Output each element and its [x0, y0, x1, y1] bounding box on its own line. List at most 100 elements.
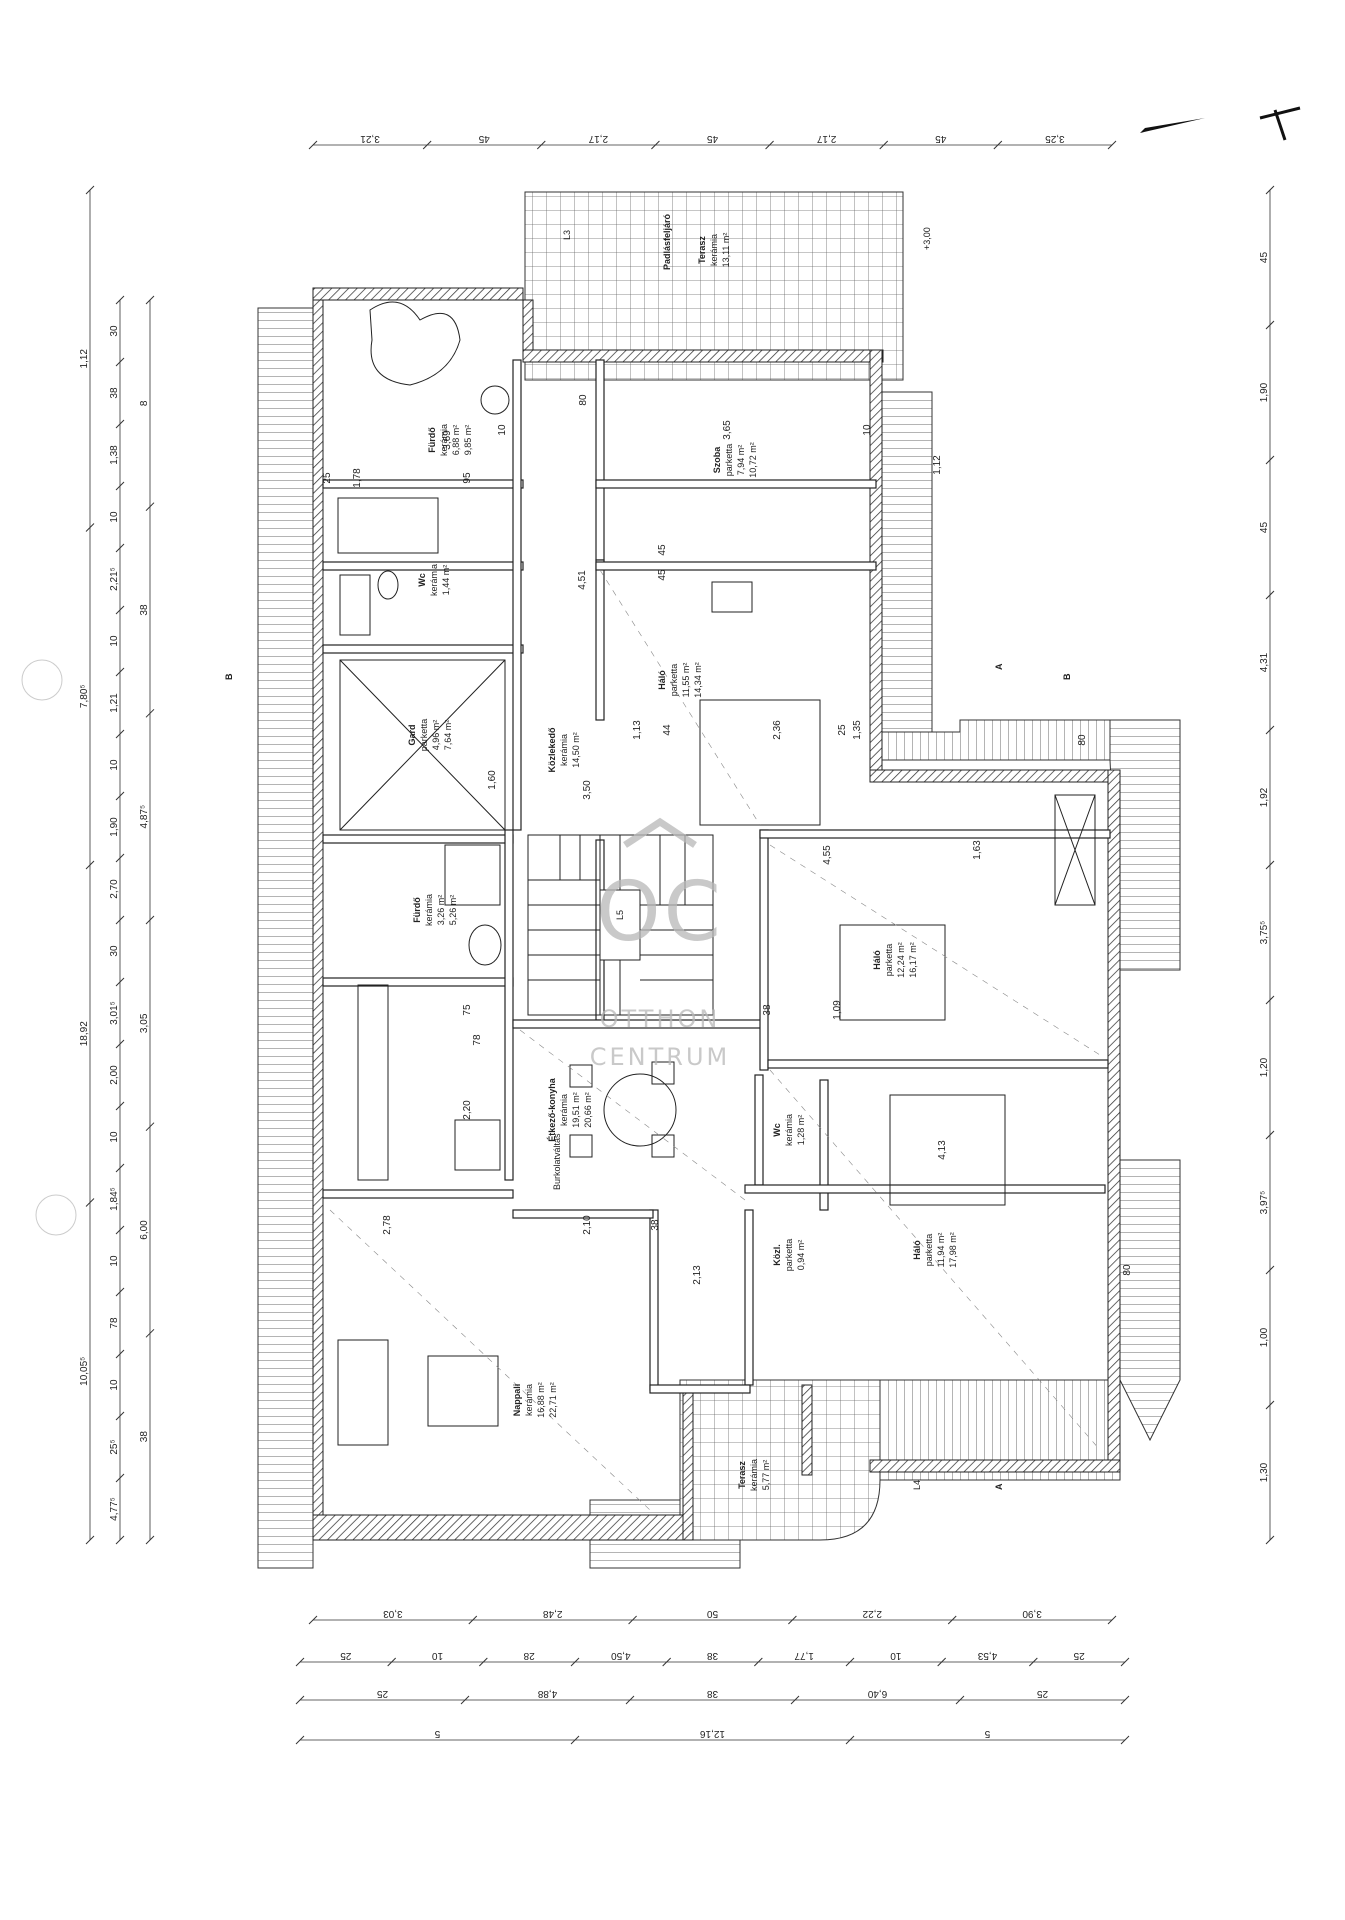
dim-tick — [85, 1535, 95, 1545]
room-floor: parketta — [419, 719, 429, 752]
dim-label: 25 — [377, 1688, 389, 1699]
dim-tick — [478, 1657, 488, 1667]
window-label-l3: L3 — [562, 230, 572, 240]
interior-dim-label: 10 — [497, 424, 508, 436]
dim-tick — [422, 140, 432, 150]
dim-tick — [115, 543, 125, 553]
dim-tick — [947, 1615, 957, 1625]
dim-label: 10 — [109, 1131, 120, 1143]
room-name: Közlekedő — [547, 727, 557, 773]
room-area2: 7,64 m² — [443, 720, 453, 751]
bathtub-icon — [369, 301, 461, 386]
dim-label: 45 — [1259, 522, 1270, 534]
dim-label: 45 — [478, 133, 490, 144]
room-name: Háló — [872, 950, 882, 970]
dim-tick — [753, 1657, 763, 1667]
room-name: Közl. — [772, 1244, 782, 1266]
dim-label: 1,20 — [1259, 1057, 1270, 1077]
dim-label: 4,31 — [1259, 652, 1270, 672]
interior-dim-label: 1,60 — [487, 770, 498, 790]
dim-label: 1,21 — [109, 693, 120, 713]
interior-dim-label: 2,20 — [462, 1100, 473, 1120]
dim-label: 1,30 — [1259, 1462, 1270, 1482]
dim-label: 12,16 — [700, 1728, 725, 1739]
dim-label: 2,21⁵ — [109, 567, 120, 591]
dim-label: 6,40 — [867, 1688, 887, 1699]
stair-label: L5 — [615, 910, 625, 920]
dim-label: 1,38 — [109, 445, 120, 465]
dim-tick — [85, 523, 95, 532]
dim-label: 18,92 — [79, 1021, 90, 1046]
interior-dim-label: 4,13 — [937, 1140, 948, 1160]
dim-tick — [115, 977, 125, 987]
room-floor: kerámia — [559, 734, 569, 766]
room-name: Fürdő — [412, 897, 422, 923]
room-area1: 1,28 m² — [796, 1115, 806, 1146]
interior-dim-label: 1,12 — [932, 455, 943, 475]
interior-dim-label: 3,69 — [442, 430, 453, 450]
room-area2: 9,85 m² — [463, 425, 473, 456]
interior-dim-label: 2,78 — [382, 1215, 393, 1235]
dim-tick — [1265, 1265, 1275, 1275]
interior-dim-label: 45 — [657, 569, 668, 581]
room-floor: parketta — [669, 664, 679, 697]
dim-tick — [85, 185, 95, 195]
room-area2: 10,72 m² — [748, 442, 758, 478]
room-name: Wc — [417, 573, 427, 587]
dim-tick — [993, 140, 1003, 150]
interior-dim-label: 45 — [657, 544, 668, 556]
dim-label: 25 — [340, 1650, 352, 1661]
interior-dim-label: 4,55 — [822, 845, 833, 865]
kitchen-counter-icon — [357, 984, 389, 1181]
interior-dim-label: 38 — [762, 1004, 773, 1016]
dim-tick — [1265, 1400, 1275, 1410]
dim-label: 38 — [139, 1431, 150, 1443]
dim-label: 10 — [432, 1650, 444, 1661]
interior-dim-label: 1,13 — [632, 720, 643, 740]
dim-tick — [145, 1535, 155, 1545]
dim-label: 2,00 — [109, 1065, 120, 1085]
dim-label: 4,77⁵ — [109, 1497, 120, 1521]
dim-tick — [628, 1615, 637, 1625]
dim-label: 2,48 — [543, 1608, 563, 1619]
dim-label: 38 — [139, 604, 150, 616]
dim-tick — [308, 140, 318, 150]
room-floor: kerámia — [524, 1384, 534, 1416]
room-area2: 14,34 m² — [693, 662, 703, 698]
dim-tick — [460, 1695, 470, 1705]
dim-tick — [295, 1657, 305, 1667]
dim-tick — [387, 1657, 397, 1667]
dim-tick — [145, 915, 155, 925]
dim-label: 1,90 — [109, 817, 120, 837]
interior-dim-label: 25 — [837, 724, 848, 736]
dim-tick — [115, 295, 125, 305]
room-name: Wc — [772, 1123, 782, 1137]
dim-tick — [145, 708, 155, 718]
dim-label: 3,21 — [360, 133, 380, 144]
interior-dim-label: 1,78 — [352, 468, 363, 488]
roof-eave-right-bottom — [1119, 1159, 1181, 1442]
room-area1: 19,51 m² — [571, 1092, 581, 1128]
dim-tick — [115, 1287, 125, 1297]
fixtures — [337, 301, 1096, 1446]
room-area1: 6,88 m² — [451, 425, 461, 456]
dim-label: 3,03 — [383, 1608, 403, 1619]
interior-dim-label: 80 — [1122, 1264, 1133, 1276]
room-area1: 16,88 m² — [536, 1382, 546, 1418]
interior-dim-label: 3,50 — [582, 780, 593, 800]
room-area1: 0,94 m² — [796, 1240, 806, 1271]
dim-tick — [1107, 1615, 1117, 1625]
dim-tick — [468, 1615, 478, 1625]
dim-tick — [879, 140, 889, 150]
room-name: Terasz — [737, 1461, 747, 1489]
dim-label: 28 — [523, 1650, 535, 1661]
room-floor: kerámia — [784, 1114, 794, 1146]
dim-label: 45 — [707, 133, 719, 144]
dim-label: 8 — [139, 400, 150, 406]
section-b-right: B — [1062, 673, 1072, 680]
